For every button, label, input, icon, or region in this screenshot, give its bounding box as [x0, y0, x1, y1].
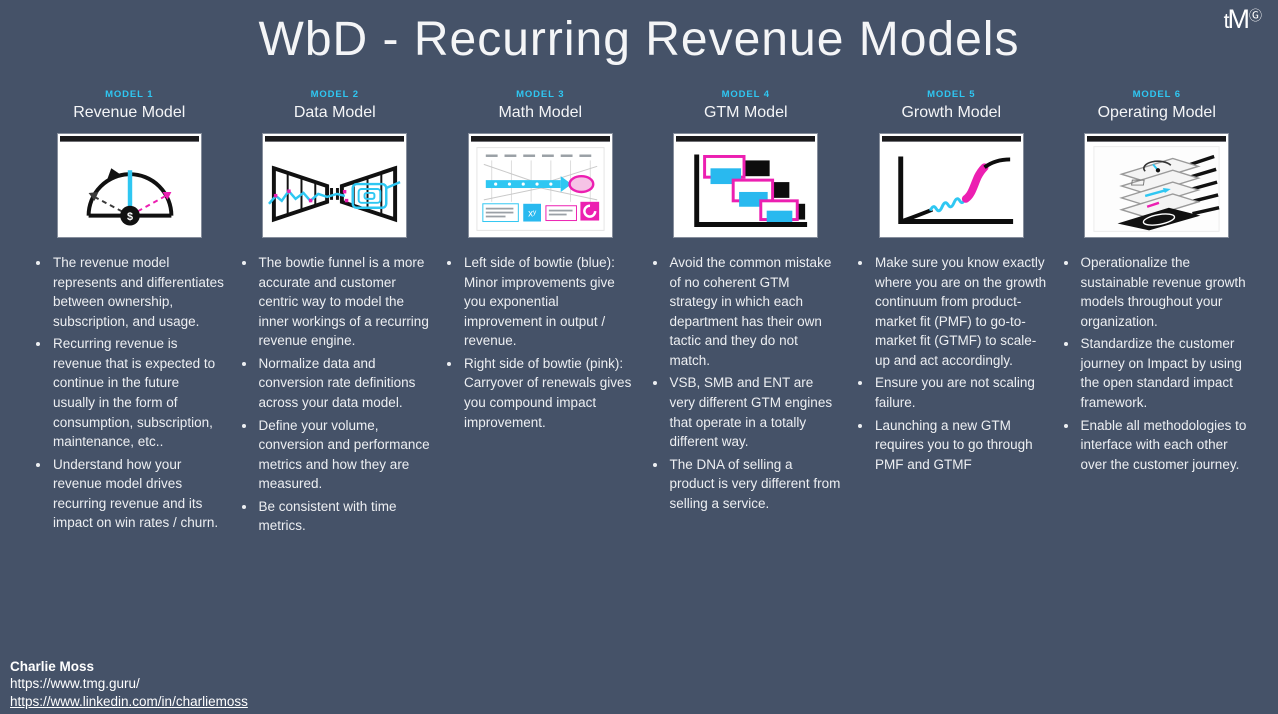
- column-operating-model: MODEL 6 Operating Model: [1062, 89, 1253, 539]
- column-growth-model: MODEL 5 Growth Model Make sure you know …: [856, 89, 1047, 539]
- column-revenue-model: MODEL 1 Revenue Model $ The revenue mo: [34, 89, 225, 539]
- column-data-model: MODEL 2 Data Model: [240, 89, 431, 539]
- bullet-item: Define your volume, conversion and perfo…: [257, 416, 431, 494]
- bullet-list: Make sure you know exactly where you are…: [856, 253, 1047, 474]
- bullet-list: Operationalize the sustainable revenue g…: [1062, 253, 1253, 474]
- bullet-item: Standardize the customer journey on Impa…: [1079, 334, 1253, 412]
- card-top-bar: [676, 136, 816, 142]
- model-image-card: [674, 134, 818, 237]
- dollar-sign-label: $: [127, 211, 133, 223]
- bullet-item: Operationalize the sustainable revenue g…: [1079, 253, 1253, 331]
- model-image-card: [1085, 134, 1229, 237]
- gauge-dollar-icon: $: [86, 168, 174, 226]
- card-top-bar: [59, 136, 199, 142]
- model-image-card: xʸ: [468, 134, 612, 237]
- bullet-item: Enable all methodologies to interface wi…: [1079, 416, 1253, 475]
- bullet-item: Recurring revenue is revenue that is exp…: [51, 334, 225, 451]
- model-image-card: [263, 134, 407, 237]
- bullet-list: Left side of bowtie (blue): Minor improv…: [445, 253, 636, 432]
- model-image-card: $: [57, 134, 201, 237]
- bullet-item: The revenue model represents and differe…: [51, 253, 225, 331]
- card-top-bar: [1087, 136, 1227, 142]
- column-gtm-model: MODEL 4 GTM Model Avoid the common mi: [651, 89, 842, 539]
- gtm-gantt-icon: [694, 154, 808, 227]
- bullet-item: Understand how your revenue model drives…: [51, 455, 225, 533]
- column-math-model: MODEL 3 Math Model: [445, 89, 636, 539]
- bullet-item: Ensure you are not scaling failure.: [873, 373, 1047, 412]
- bullet-item: Be consistent with time metrics.: [257, 497, 431, 536]
- model-number-label: MODEL 2: [310, 89, 359, 100]
- model-title: Math Model: [498, 104, 583, 121]
- model-number-label: MODEL 3: [516, 89, 565, 100]
- slide-title: WbD - Recurring Revenue Models: [258, 13, 1020, 66]
- website-link: https://www.tmg.guru/: [10, 676, 140, 692]
- model-columns: MODEL 1 Revenue Model $ The revenue mo: [34, 89, 1252, 539]
- logo-letter-t: t: [1223, 10, 1230, 33]
- bullet-list: The bowtie funnel is a more accurate and…: [240, 253, 431, 536]
- growth-curve-icon: [898, 156, 1013, 224]
- logo-circled-g-icon: Ⓖ: [1248, 8, 1262, 23]
- model-number-label: MODEL 4: [721, 89, 770, 100]
- model-image-card: [879, 134, 1023, 237]
- bullet-item: Left side of bowtie (blue): Minor improv…: [462, 253, 636, 351]
- bullet-item: Make sure you know exactly where you are…: [873, 253, 1047, 370]
- bullet-item: Normalize data and conversion rate defin…: [257, 354, 431, 413]
- bullet-item: The DNA of selling a product is very dif…: [668, 455, 842, 514]
- model-number-label: MODEL 5: [927, 89, 976, 100]
- card-top-bar: [470, 136, 610, 142]
- author-name: Charlie Moss: [10, 658, 95, 674]
- model-title: Revenue Model: [73, 104, 186, 121]
- operating-layers-icon: [1093, 146, 1220, 232]
- bowtie-funnel-icon: [268, 165, 401, 223]
- model-title: Data Model: [293, 104, 376, 121]
- bullet-item: Right side of bowtie (pink): Carryover o…: [462, 354, 636, 432]
- logo-letter-m: M: [1227, 4, 1249, 34]
- bullet-list: Avoid the common mistake of no coherent …: [651, 253, 842, 513]
- model-number-label: MODEL 1: [105, 89, 154, 100]
- model-title: GTM Model: [703, 104, 788, 121]
- x-power-y-label: xʸ: [528, 209, 537, 220]
- bullet-item: Launching a new GTM requires you to go t…: [873, 416, 1047, 475]
- model-title: Growth Model: [901, 104, 1002, 121]
- card-top-bar: [881, 136, 1021, 142]
- bullet-item: The bowtie funnel is a more accurate and…: [257, 253, 431, 351]
- bullet-item: VSB, SMB and ENT are very different GTM …: [668, 373, 842, 451]
- footer: Charlie Moss https://www.tmg.guru/ https…: [10, 658, 248, 711]
- math-model-screenshot-icon: xʸ: [476, 147, 605, 231]
- model-title: Operating Model: [1097, 104, 1216, 121]
- model-number-label: MODEL 6: [1132, 89, 1181, 100]
- linkedin-link[interactable]: https://www.linkedin.com/in/charliemoss: [10, 694, 248, 710]
- bullet-list: The revenue model represents and differe…: [34, 253, 225, 533]
- bullet-item: Avoid the common mistake of no coherent …: [668, 253, 842, 370]
- tmg-logo: tMⒼ: [1224, 6, 1262, 33]
- card-top-bar: [265, 136, 405, 142]
